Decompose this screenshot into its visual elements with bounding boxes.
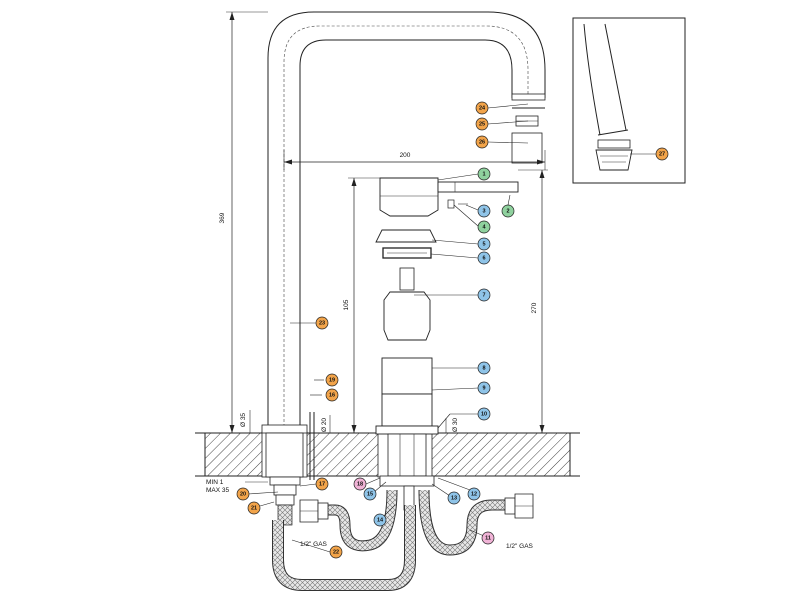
part-label-9: 9 <box>482 385 485 391</box>
dimension-lines <box>226 11 548 483</box>
part-label-24: 24 <box>479 105 486 111</box>
part-label-25: 25 <box>479 121 485 127</box>
part-label-16: 16 <box>329 392 335 398</box>
thread-label-right: 1/2" GAS <box>506 543 534 550</box>
part-label-5: 5 <box>482 241 485 247</box>
part-label-2: 2 <box>506 208 509 214</box>
dim-base-left: Ø 35 <box>240 413 247 427</box>
part-label-26: 26 <box>479 139 485 145</box>
flexible-hoses <box>272 489 534 591</box>
part-bubble-13 <box>447 491 461 505</box>
valve-body <box>375 177 519 511</box>
part-bubble-1 <box>477 167 491 181</box>
leader-lines <box>247 103 656 553</box>
part-label-10: 10 <box>481 411 487 417</box>
thread-label-left: 1/2" GAS <box>300 541 328 548</box>
dim-max-thickness: MAX 35 <box>206 487 230 494</box>
part-label-11: 11 <box>485 535 491 541</box>
part-bubble-16 <box>325 388 339 402</box>
part-bubble-12 <box>467 487 481 501</box>
spout-base <box>261 412 315 526</box>
dim-base-right: Ø 30 <box>452 418 459 432</box>
dim-min-thickness: MIN 1 <box>206 479 224 486</box>
part-label-8: 8 <box>482 365 485 371</box>
part-bubble-14 <box>373 513 387 527</box>
part-label-6: 6 <box>482 255 485 261</box>
part-bubble-3 <box>477 204 491 218</box>
part-label-7: 7 <box>482 292 485 298</box>
dim-spout-height: 369 <box>219 212 226 223</box>
part-label-4: 4 <box>482 224 486 230</box>
part-bubble-7 <box>477 288 491 302</box>
aerator-parts <box>511 107 545 164</box>
part-label-18: 18 <box>357 481 363 487</box>
part-label-15: 15 <box>367 491 373 497</box>
part-bubble-8 <box>477 361 491 375</box>
dim-total-height: 270 <box>531 302 538 313</box>
part-bubble-24 <box>475 101 489 115</box>
part-label-27: 27 <box>659 151 665 157</box>
dim-base-mid: Ø 20 <box>321 418 328 432</box>
part-bubble-21 <box>247 501 261 515</box>
part-bubble-4 <box>477 220 491 234</box>
part-label-22: 22 <box>333 549 339 555</box>
part-bubble-25 <box>475 117 489 131</box>
part-label-17: 17 <box>319 481 325 487</box>
part-bubble-18 <box>353 477 367 491</box>
part-bubble-19 <box>325 373 339 387</box>
part-bubble-5 <box>477 237 491 251</box>
part-bubble-10 <box>477 407 491 421</box>
part-label-19: 19 <box>329 377 335 383</box>
part-label-13: 13 <box>451 495 457 501</box>
part-bubble-27 <box>655 147 669 161</box>
part-bubble-20 <box>236 487 250 501</box>
spout <box>267 11 546 432</box>
part-bubble-26 <box>475 135 489 149</box>
part-bubble-9 <box>477 381 491 395</box>
dim-body-height: 105 <box>343 299 350 310</box>
part-label-20: 20 <box>240 491 246 497</box>
part-label-3: 3 <box>482 208 485 214</box>
countertop <box>195 431 580 478</box>
part-bubble-15 <box>363 487 377 501</box>
part-bubble-23 <box>315 316 329 330</box>
inset-detail <box>572 17 686 184</box>
part-label-21: 21 <box>251 505 257 511</box>
part-bubble-2 <box>501 204 515 218</box>
part-label-12: 12 <box>471 491 477 497</box>
part-bubble-17 <box>315 477 329 491</box>
part-label-1: 1 <box>482 171 485 177</box>
part-bubble-6 <box>477 251 491 265</box>
part-bubble-22 <box>329 545 343 559</box>
dim-spout-reach: 200 <box>400 152 411 159</box>
part-bubble-11 <box>481 531 495 545</box>
part-label-14: 14 <box>377 517 384 523</box>
part-label-23: 23 <box>319 320 325 326</box>
